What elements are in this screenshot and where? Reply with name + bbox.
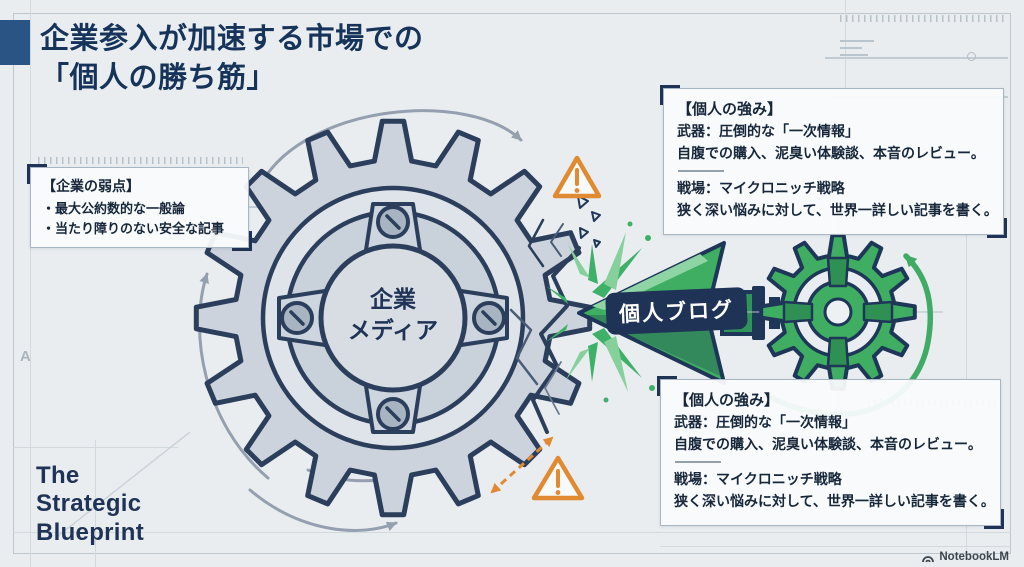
debris-icon: [577, 195, 601, 248]
stress-arrow-icon: [490, 436, 554, 494]
field-desc: 狭く深い悩みに対して、世界一詳しい記事を書く。: [674, 493, 995, 510]
strengths-heading: 【個人の強み】: [674, 392, 780, 409]
weakness-heading: 【企業の弱点】: [42, 178, 140, 194]
blueprint-a-mark: A: [20, 348, 31, 365]
weapon-desc: 自腹での購入、泥臭い体験談、本音のレビュー。: [674, 435, 982, 452]
gear-spokes: [782, 256, 894, 368]
weapon-title: 武器：圧倒的な「一次情報」: [677, 123, 859, 139]
grid-line: [30, 0, 31, 567]
brand-footer: NotebookLM: [921, 551, 1009, 563]
warning-icon: [531, 455, 585, 501]
hatch-line: [840, 15, 1008, 22]
watermark-line: Strategic: [36, 490, 142, 518]
weakness-item: ・当たり障りのない安全な記事: [42, 220, 225, 236]
divider: [675, 461, 721, 464]
brand-name: NotebookLM: [939, 551, 1009, 563]
grid-line: [13, 532, 1011, 533]
corporate-media-label: 企業 メディア: [308, 284, 478, 346]
strengths-panel-top: 【個人の強み】 武器：圧倒的な「一次情報」 自腹での購入、泥臭い体験談、本音のレ…: [660, 85, 1007, 238]
title-accent-square: [0, 20, 30, 65]
weakness-panel: 【企業の弱点】 ・最大公約数的な一般論 ・当たり障りのない安全な記事: [27, 164, 252, 251]
watermark-line: The: [36, 462, 80, 489]
strengths-panel-bottom: 【個人の強み】 武器：圧倒的な「一次情報」 自腹での購入、泥臭い体験談、本音のレ…: [657, 376, 1004, 529]
field-title: 戦場：マイクロニッチ戦略: [674, 471, 842, 488]
weapon-desc: 自腹での購入、泥臭い体験談、本音のレビュー。: [677, 144, 985, 161]
title-line-2: 「個人の勝ち筋」: [40, 61, 277, 94]
personal-gear: [759, 233, 917, 391]
diagonal-line: [57, 431, 191, 537]
gear-hub: [318, 243, 468, 393]
grid-line: [95, 440, 96, 567]
crack-lines: [509, 218, 581, 434]
brand-icon: [922, 555, 935, 562]
page-title: 企業参入が加速する市場での 「個人の勝ち筋」: [40, 20, 424, 98]
gear-label-line-1: 企業: [370, 286, 416, 312]
strategic-blueprint-watermark: The Strategic Blueprint: [36, 462, 144, 547]
dash-mark: [840, 40, 874, 42]
grid-line: [660, 546, 1011, 547]
grid-line: [13, 447, 178, 448]
gear-bolts: [280, 205, 506, 431]
strengths-heading: 【個人の強み】: [677, 101, 783, 118]
weapon-title: 武器：圧倒的な「一次情報」: [674, 414, 856, 430]
divider: [678, 170, 724, 173]
warning-icon: [552, 155, 602, 199]
watermark-line: Blueprint: [36, 518, 145, 546]
personal-blog-label: 個人ブログ: [605, 286, 748, 336]
node-mark: [967, 52, 976, 61]
hatch-line: [38, 157, 243, 164]
gear-label-line-2: メディア: [347, 317, 439, 344]
field-desc: 狭く深い悩みに対して、世界一詳しい記事を書く。: [677, 202, 998, 219]
field-title: 戦場：マイクロニッチ戦略: [677, 180, 845, 197]
corporate-gear: [193, 118, 593, 518]
dash-mark: [840, 54, 868, 56]
weakness-item: ・最大公約数的な一般論: [42, 201, 186, 216]
dash-mark: [840, 47, 862, 49]
grid-line: [966, 170, 967, 555]
grid-line: [825, 57, 1008, 59]
title-line-1: 企業参入が加速する市場での: [40, 23, 424, 55]
